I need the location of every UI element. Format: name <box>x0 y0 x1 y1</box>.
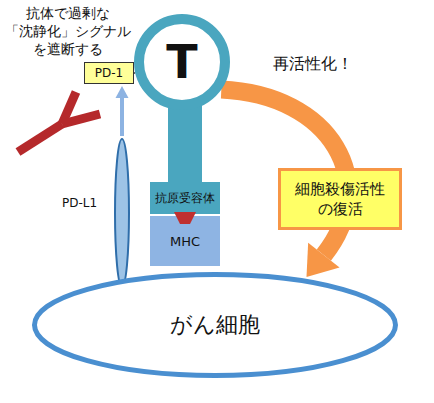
result-box-fill <box>280 170 401 229</box>
receptor-box-fill <box>150 182 220 214</box>
node-text: T <box>166 35 197 89</box>
binding-arrow <box>116 86 129 136</box>
result-box-outline <box>278 168 402 230</box>
pdl1-molecule: PD-L1 <box>114 138 130 288</box>
pdl1-molecule-fill <box>115 139 129 287</box>
connector-line <box>120 98 124 136</box>
bond-line <box>134 73 135 74</box>
result-box: 細胞殺傷活性 の復活 <box>278 168 402 230</box>
receptor-stalk <box>168 100 202 184</box>
node-text: MHC <box>170 234 200 249</box>
node-text: 抗原受容体 <box>155 190 215 207</box>
arrow-head <box>116 86 129 98</box>
cancer-cell-ellipse-fill <box>35 275 396 376</box>
pd1-box: PD-1 <box>84 62 134 84</box>
note-text: 抗体で過剰な 「沈静化」シグナル を遮断する <box>2 4 134 59</box>
pd1-box-fill <box>85 63 134 84</box>
antigen-trapezoid <box>174 212 196 224</box>
arrow-head <box>307 243 340 277</box>
mhc-box-fill <box>150 216 220 266</box>
t-cell-circle-fill <box>139 19 225 105</box>
antibody <box>18 92 100 152</box>
node-text: 細胞殺傷活性 の復活 <box>288 179 392 220</box>
node-text: がん細胞 <box>170 310 260 340</box>
pdl1-molecule-outline <box>114 138 130 288</box>
receptor-box: 抗原受容体 <box>150 182 220 214</box>
t-cell-circle: T <box>134 14 230 110</box>
connector-line <box>134 72 135 74</box>
reactivation-text: 再活性化！ <box>258 54 368 75</box>
node-text: PD-1 <box>95 66 123 80</box>
node-text: PD-L1 <box>62 196 97 210</box>
cancer-cell-ellipse: がん細胞 <box>32 272 398 378</box>
